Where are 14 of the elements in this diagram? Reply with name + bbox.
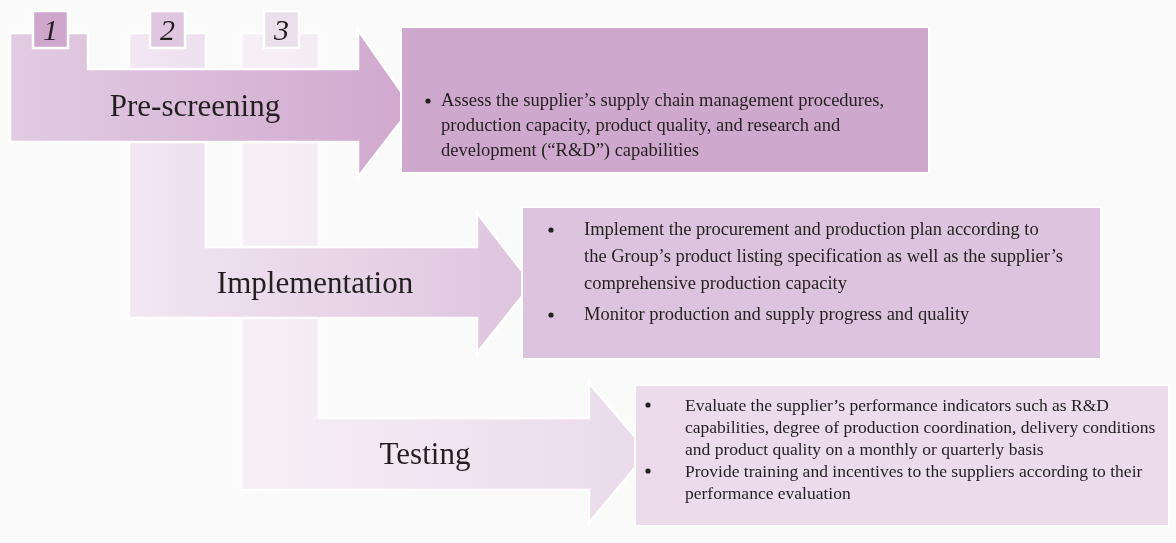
bullet-text: Monitor production and supply progress and quality bbox=[584, 304, 970, 324]
bullet-text: Provide training and incentives to the suppliers according to their performance evaluation bbox=[685, 461, 1143, 503]
step-number: 1 bbox=[42, 12, 59, 48]
description-panel bbox=[636, 386, 1168, 525]
step-title: Implementation bbox=[216, 264, 414, 301]
bullet-text: Evaluate the supplier’s performance indicators such as R&D capabilities, degree of production coordination, delivery conditions and product quality on a monthly or quarterly basis bbox=[685, 395, 1156, 459]
step-title: Pre-screening bbox=[109, 87, 281, 124]
step-title: Testing bbox=[379, 436, 471, 472]
step-number: 2 bbox=[159, 12, 176, 48]
bullet-text: Implement the procurement and production plan according to the Group’s product listing specification as well as the supplier’s comprehensive production capacity bbox=[584, 219, 1064, 293]
step-number: 3 bbox=[273, 12, 290, 48]
description-panel bbox=[402, 28, 928, 172]
bullet-text: Assess the supplier’s supply chain management procedures, production capacity, product quality, and research and development (“R&D”) capabilities bbox=[441, 90, 885, 160]
description-panel bbox=[523, 208, 1100, 358]
